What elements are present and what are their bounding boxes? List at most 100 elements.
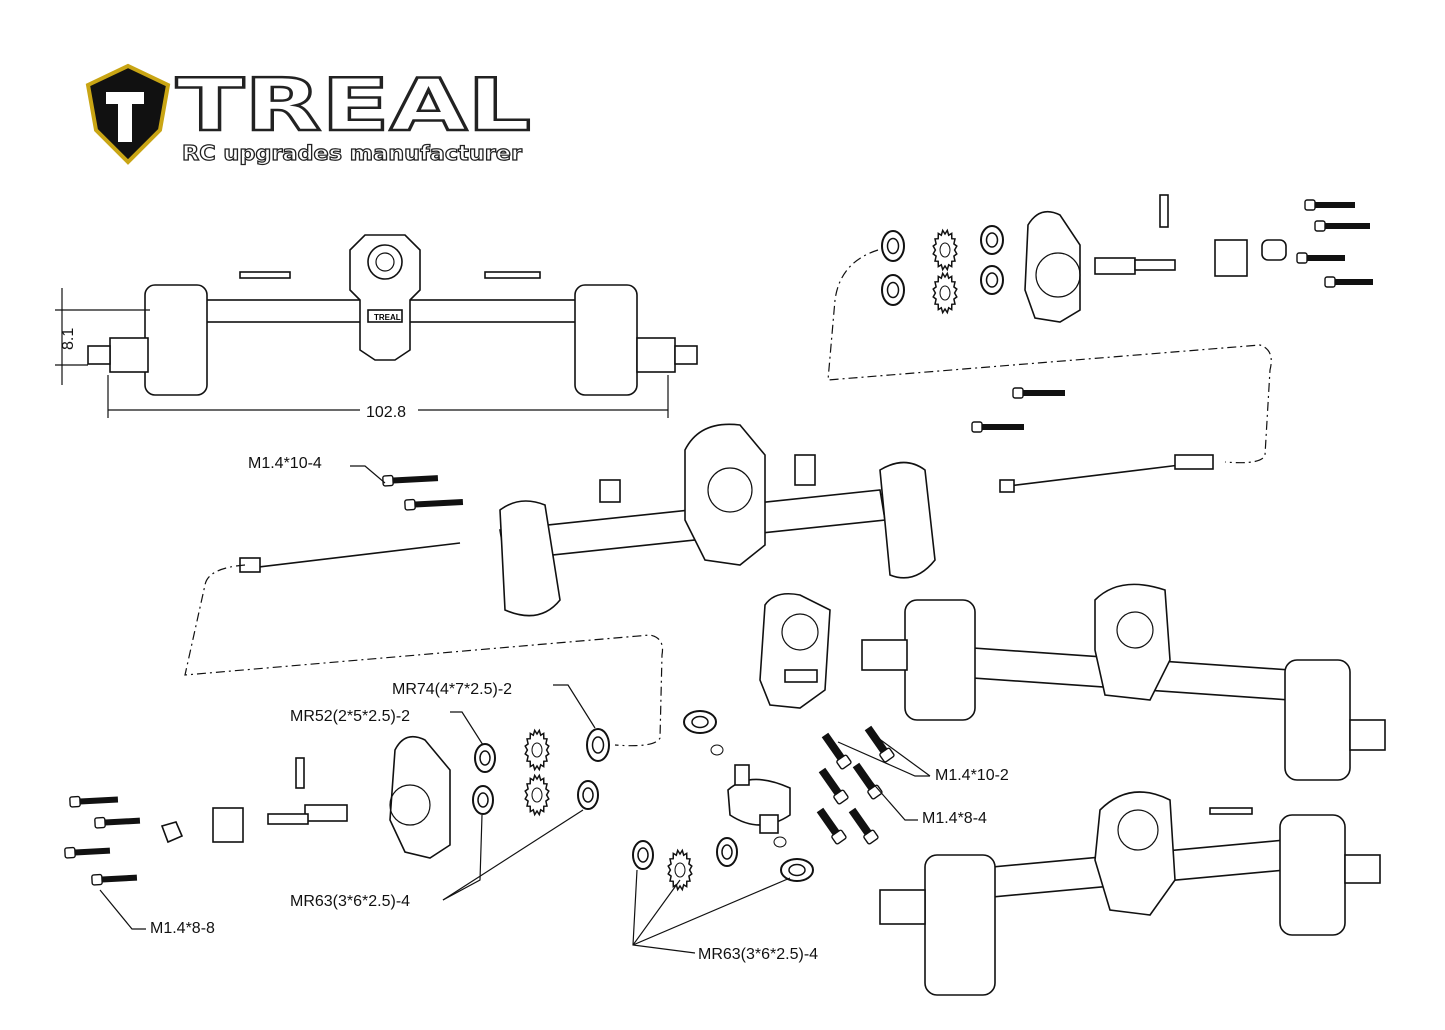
screw-head bbox=[867, 784, 883, 800]
screw-icon bbox=[848, 807, 879, 845]
assembled-axle-bottom-right bbox=[879, 791, 1381, 996]
bearing-bore bbox=[691, 715, 709, 729]
screw-shank bbox=[816, 807, 841, 837]
screws bbox=[64, 199, 1373, 886]
gear-icon bbox=[524, 728, 550, 772]
screw-icon bbox=[1324, 276, 1373, 288]
differential-parts bbox=[727, 592, 831, 834]
screw-icon bbox=[816, 807, 847, 845]
screw-head bbox=[831, 829, 847, 845]
gear-hub bbox=[939, 242, 951, 258]
screw-shank bbox=[392, 475, 439, 484]
screw-head bbox=[1012, 387, 1024, 399]
screw-shank bbox=[982, 424, 1024, 430]
screw-shank bbox=[414, 498, 464, 508]
washer-icon bbox=[710, 744, 724, 756]
gear-hub bbox=[939, 285, 951, 301]
bearings bbox=[472, 225, 1004, 882]
dimension-height: 8.1 bbox=[60, 328, 77, 350]
axle-badge: TREAL bbox=[374, 313, 401, 322]
gears bbox=[524, 228, 958, 892]
bearing-bore bbox=[479, 750, 491, 766]
bearing-bore bbox=[886, 237, 900, 255]
screw-shank bbox=[74, 847, 111, 856]
screw-icon bbox=[382, 474, 439, 487]
axle-housing-exploded bbox=[239, 423, 1214, 617]
screw-shank bbox=[821, 732, 846, 762]
bearing-bore bbox=[985, 232, 999, 248]
label-m14x8-4: M1.4*8-4 bbox=[922, 810, 987, 827]
label-mr63-center: MR63(3*6*2.5)-4 bbox=[698, 946, 818, 963]
assembly-path-bottom bbox=[184, 564, 664, 747]
screw-shank bbox=[1315, 202, 1355, 208]
screw-head bbox=[91, 873, 103, 886]
screw-head bbox=[1324, 276, 1336, 288]
assembly-path-top bbox=[827, 249, 1272, 464]
screw-head bbox=[69, 795, 81, 808]
screw-icon bbox=[1304, 199, 1355, 211]
gear-icon bbox=[932, 271, 958, 315]
screw-head bbox=[879, 747, 895, 763]
bearing-bore bbox=[788, 863, 806, 877]
screw-head bbox=[833, 789, 849, 805]
screw-head bbox=[404, 498, 416, 511]
screw-shank bbox=[818, 767, 843, 797]
screw-icon bbox=[864, 725, 895, 763]
screw-icon bbox=[69, 795, 119, 808]
screw-head bbox=[1296, 252, 1308, 264]
screw-shank bbox=[1023, 390, 1065, 396]
gear-icon bbox=[932, 228, 958, 272]
label-mr63-left: MR63(3*6*2.5)-4 bbox=[290, 893, 410, 910]
screw-icon bbox=[821, 732, 852, 770]
bearing-bore bbox=[582, 787, 594, 803]
screw-icon bbox=[91, 873, 138, 886]
screw-shank bbox=[1335, 279, 1373, 285]
screw-shank bbox=[104, 817, 141, 826]
screw-icon bbox=[818, 767, 849, 805]
bearing-bore bbox=[886, 281, 900, 299]
bearing-bore bbox=[591, 736, 605, 754]
screw-icon bbox=[1314, 220, 1370, 232]
label-mr74: MR74(4*7*2.5)-2 bbox=[392, 681, 512, 698]
assembled-axle-front-view: TREAL 8.1 102.8 bbox=[55, 234, 698, 421]
bearing-bore bbox=[985, 272, 999, 288]
gear-hub bbox=[674, 862, 686, 878]
screw-shank bbox=[79, 796, 119, 805]
screw-shank bbox=[1307, 255, 1345, 261]
label-mr52: MR52(2*5*2.5)-2 bbox=[290, 708, 410, 725]
screw-icon bbox=[1012, 387, 1065, 399]
logo-tagline: RC upgrades manufacturer bbox=[182, 141, 522, 165]
treal-logo: TREAL RC upgrades manufacturer bbox=[85, 62, 532, 166]
screw-icon bbox=[404, 498, 464, 511]
screw-head bbox=[971, 421, 983, 433]
screw-icon bbox=[852, 762, 883, 800]
screw-icon bbox=[64, 846, 111, 859]
logo-brand: TREAL bbox=[176, 63, 531, 147]
screw-head bbox=[94, 816, 106, 829]
screw-icon bbox=[971, 421, 1024, 433]
screw-icon bbox=[1296, 252, 1345, 264]
screw-head bbox=[863, 829, 879, 845]
screw-shank bbox=[852, 762, 877, 792]
screw-shank bbox=[848, 807, 873, 837]
bearing-bore bbox=[637, 847, 649, 863]
screw-shank bbox=[864, 725, 889, 755]
gearbox-cover-top bbox=[1024, 194, 1248, 323]
gear-hub bbox=[531, 787, 543, 803]
gear-icon bbox=[524, 773, 550, 817]
label-m14x8-8: M1.4*8-8 bbox=[150, 920, 215, 937]
screw-head bbox=[382, 474, 394, 487]
screw-shank bbox=[1325, 223, 1370, 229]
gear-icon bbox=[667, 848, 693, 892]
gear-hub bbox=[531, 742, 543, 758]
bearing-bore bbox=[477, 792, 489, 808]
screw-shank bbox=[101, 874, 138, 883]
gearbox-cover-bottom bbox=[160, 239, 1287, 859]
label-m14x10-2: M1.4*10-2 bbox=[935, 767, 1009, 784]
washer-icon bbox=[773, 836, 787, 848]
screw-head bbox=[1314, 220, 1326, 232]
label-m14x10-4: M1.4*10-4 bbox=[248, 455, 322, 472]
leader-lines bbox=[99, 465, 931, 954]
bearing-bore bbox=[721, 844, 733, 860]
